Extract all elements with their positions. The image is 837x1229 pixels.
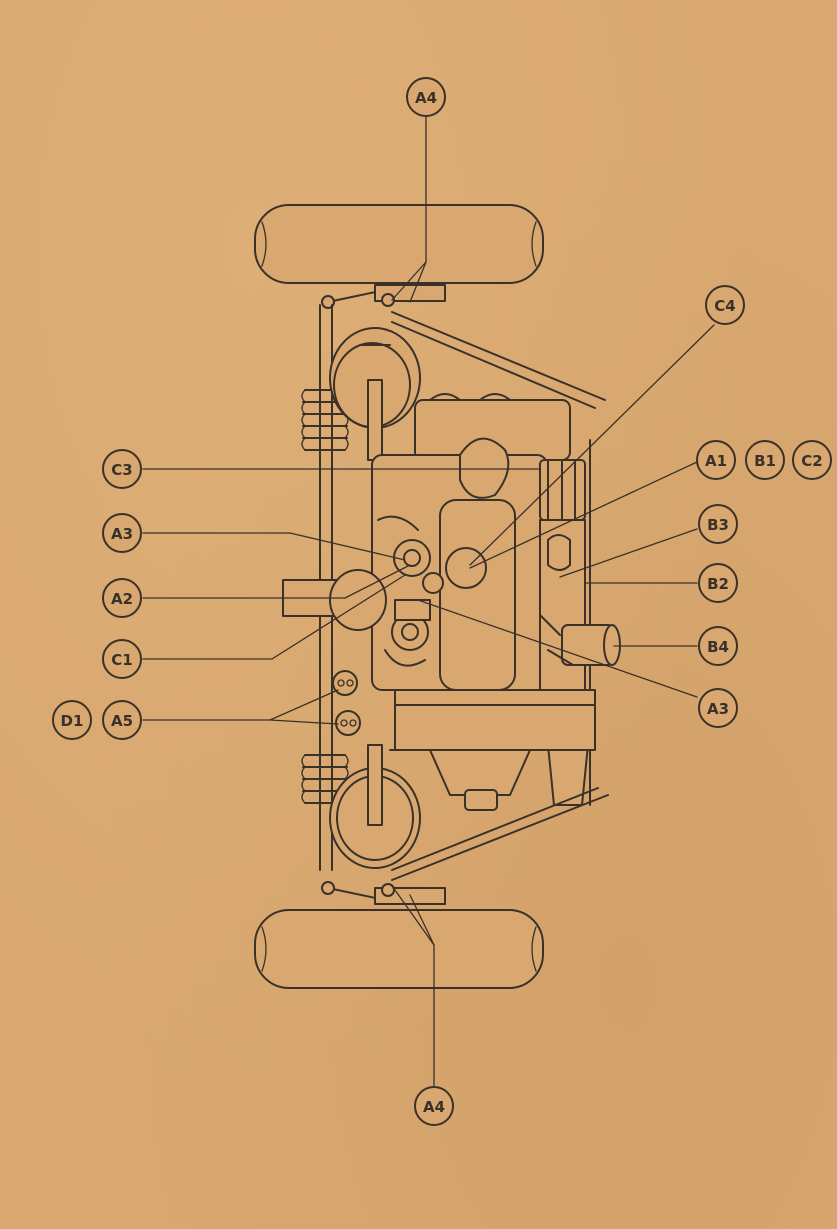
svg-text:C2: C2: [801, 452, 822, 470]
label-b2: B2: [698, 563, 738, 603]
svg-text:A2: A2: [111, 590, 133, 608]
svg-text:A3: A3: [111, 525, 133, 543]
svg-text:A5: A5: [111, 712, 133, 730]
leader-lines: [142, 116, 715, 1088]
svg-text:A3: A3: [707, 700, 729, 718]
label-a1: A1: [696, 440, 736, 480]
front-brake-drum: [329, 327, 421, 461]
label-a3-left: A3: [102, 513, 142, 553]
label-a2: A2: [102, 578, 142, 618]
svg-text:B4: B4: [707, 638, 729, 656]
svg-text:D1: D1: [61, 712, 84, 730]
label-c3: C3: [102, 449, 142, 489]
svg-text:A1: A1: [705, 452, 727, 470]
front-coil-spring: [301, 389, 349, 451]
label-c4: C4: [705, 285, 745, 325]
svg-text:A4: A4: [415, 89, 437, 107]
rear-brake-drum: [329, 744, 421, 869]
svg-text:C1: C1: [111, 651, 132, 669]
air-cleaner: [539, 614, 621, 666]
rear-wheel: [254, 909, 544, 989]
label-a4-bottom: A4: [414, 1086, 454, 1126]
front-wheel: [254, 204, 544, 284]
label-c2: C2: [792, 440, 832, 480]
label-a4-top: A4: [406, 77, 446, 117]
label-c1: C1: [102, 639, 142, 679]
svg-text:C4: C4: [714, 297, 735, 315]
svg-text:B1: B1: [754, 452, 776, 470]
label-b3: B3: [698, 504, 738, 544]
svg-text:C3: C3: [111, 461, 132, 479]
label-a3-right: A3: [698, 688, 738, 728]
label-b1: B1: [745, 440, 785, 480]
label-b4: B4: [698, 626, 738, 666]
label-d1: D1: [52, 700, 92, 740]
svg-text:B2: B2: [707, 575, 729, 593]
label-a5: A5: [102, 700, 142, 740]
front-axle-linkage: [321, 284, 606, 409]
svg-text:A4: A4: [423, 1098, 445, 1116]
svg-text:B3: B3: [707, 516, 729, 534]
grease-nipples: [332, 670, 361, 736]
